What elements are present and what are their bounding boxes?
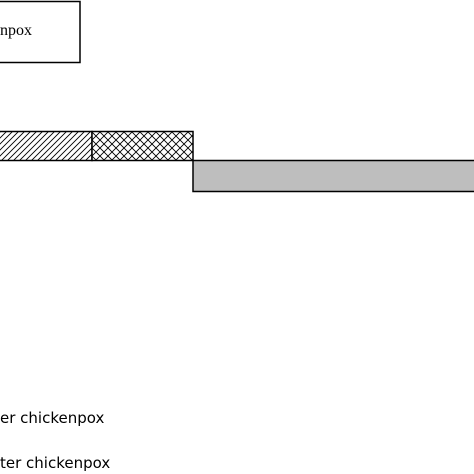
legend: er chickenpox ter chickenpox [0, 409, 110, 472]
title-box: npox [0, 0, 81, 64]
crosshatch-bar-segment [91, 130, 194, 162]
gray-bar-segment [192, 159, 474, 193]
hatched-bar-segment [0, 130, 93, 162]
timeline-bars [0, 130, 474, 193]
title-box-label: npox [0, 22, 32, 39]
legend-line-1: er chickenpox [0, 409, 104, 427]
title-box-frame [0, 0, 81, 64]
legend-line-2: ter chickenpox [0, 454, 110, 472]
